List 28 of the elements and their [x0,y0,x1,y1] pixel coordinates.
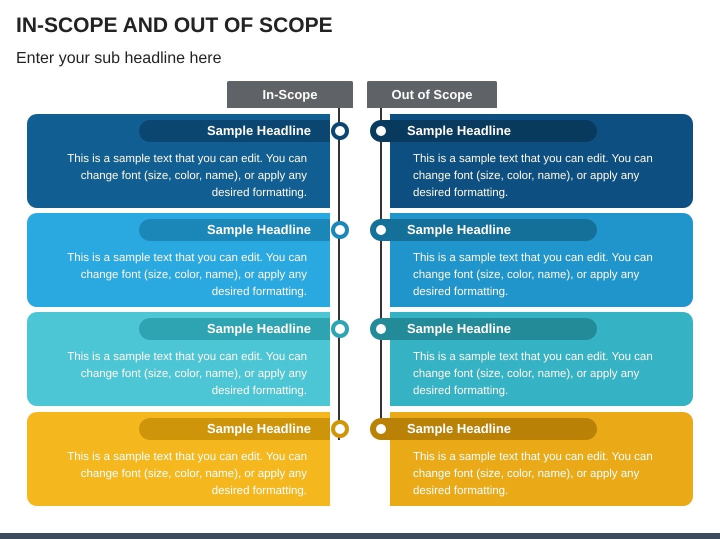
text-card [27,114,330,208]
text-card [27,412,330,506]
card-text: This is a sample text that you can edit. You can change font (size, color, name), or apply any desired formatting. [413,152,654,201]
headline-tab: Sample Headline [370,219,597,241]
card-text: This is a sample text that you can edit. You can change font (size, color, name), or apply any desired formatting. [66,450,307,499]
headline-tab: Sample Headline [139,318,330,340]
text-card [370,213,693,307]
headline-tab: Sample Headline [370,120,597,142]
headline-tab: Sample Headline [370,318,597,340]
card-text: This is a sample text that you can edit. You can change font (size, color, name), or apply any desired formatting. [66,350,307,399]
card-text: This is a sample text that you can edit. You can change font (size, color, name), or apply any desired formatting. [66,251,307,300]
column-header-tab: Out of Scope [367,81,497,108]
subtitle: Enter your sub headline here [16,50,222,68]
page-title: IN-SCOPE AND OUT OF SCOPE [16,14,333,38]
text-card [370,114,693,208]
headline-tab: Sample Headline [139,418,330,440]
headline-tab: Sample Headline [139,219,330,241]
card-text: This is a sample text that you can edit. You can change font (size, color, name), or apply any desired formatting. [413,251,654,300]
card-text: This is a sample text that you can edit. You can change font (size, color, name), or apply any desired formatting. [413,350,654,399]
text-card [27,312,330,406]
headline-tab: Sample Headline [139,120,330,142]
headline-tab: Sample Headline [370,418,597,440]
column-header-tab: In-Scope [227,81,353,108]
text-card [370,312,693,406]
text-card [27,213,330,307]
card-text: This is a sample text that you can edit. You can change font (size, color, name), or apply any desired formatting. [413,450,654,499]
text-card [370,412,693,506]
card-text: This is a sample text that you can edit. You can change font (size, color, name), or apply any desired formatting. [66,152,307,201]
